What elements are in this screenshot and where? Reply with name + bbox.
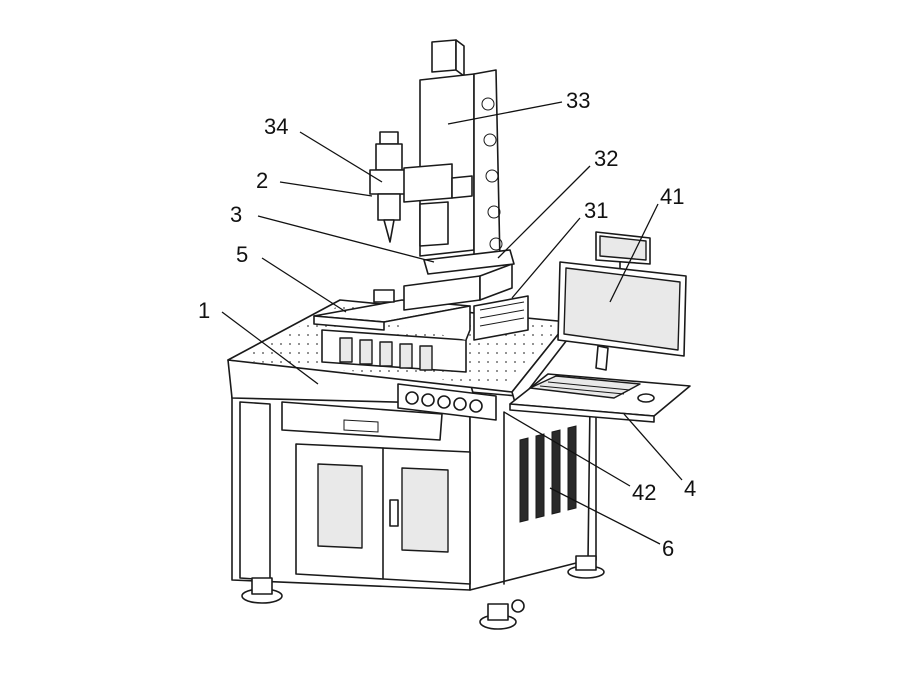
label-6: 6 [662,536,674,561]
label-5: 5 [236,242,248,267]
label-32: 32 [594,146,618,171]
label-4: 4 [684,476,696,501]
xy-stage [373,263,529,341]
label-42: 42 [632,480,656,505]
label-2: 2 [256,168,268,193]
leader-lines [221,101,683,545]
label-1: 1 [198,298,210,323]
control-panel [397,383,497,421]
casters [241,555,605,630]
side-vents [519,425,577,523]
keyboard-tray [509,373,691,423]
label-41: 41 [660,184,684,209]
label-31: 31 [584,198,608,223]
cabinet [227,359,597,591]
laser-head [369,131,473,247]
label-33: 33 [566,88,590,113]
label-3: 3 [230,202,242,227]
monitor [557,231,687,371]
label-34: 34 [264,114,288,139]
